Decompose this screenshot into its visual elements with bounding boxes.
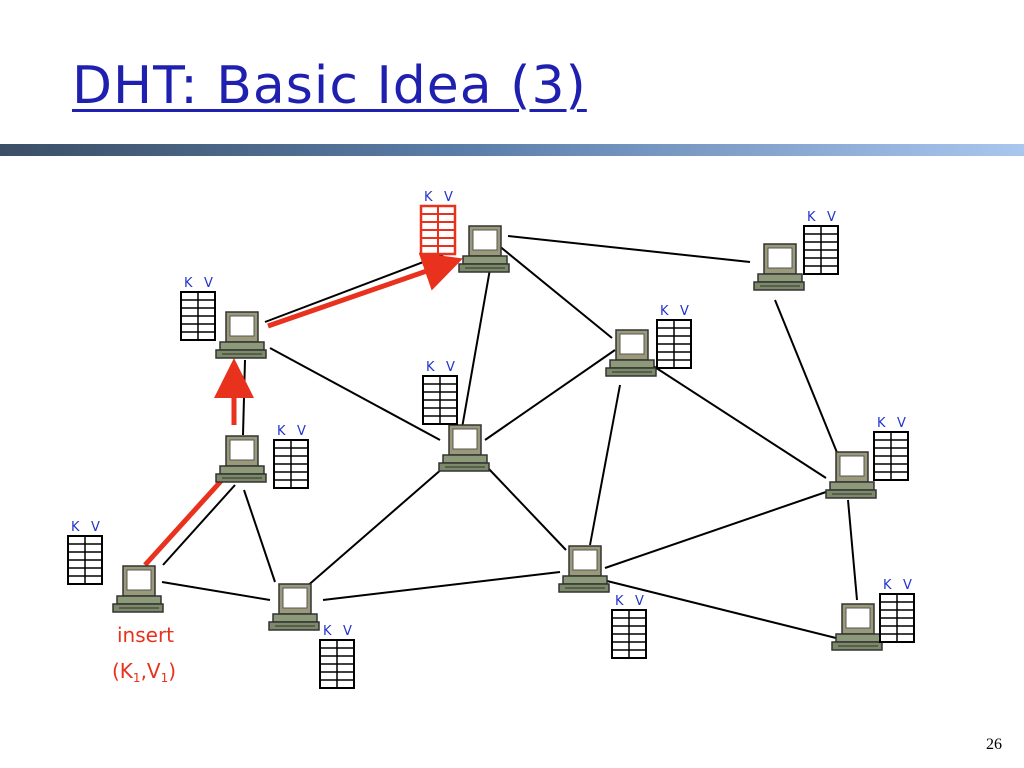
key-label: K — [424, 190, 433, 205]
key-label: K — [660, 304, 669, 319]
computer-icon — [215, 435, 267, 483]
computer-icon — [215, 311, 267, 359]
kv-table-icon — [419, 204, 457, 256]
insert-label-line1: insert — [117, 623, 174, 647]
slide-title: DHT: Basic Idea (3) — [72, 56, 587, 116]
value-label: V — [446, 360, 455, 375]
key-label: K — [615, 594, 624, 609]
computer-icon — [753, 243, 805, 291]
kv-table-icon — [67, 535, 103, 585]
insert-label: insert (K1,V1) — [112, 623, 176, 685]
computer-icon — [458, 225, 510, 273]
value-label: V — [897, 416, 906, 431]
computer-icon — [558, 545, 610, 593]
computer-icon — [112, 565, 164, 613]
value-label: V — [680, 304, 689, 319]
node-computers — [112, 225, 883, 651]
value-label: V — [297, 424, 306, 439]
key-label: K — [426, 360, 435, 375]
value-label: V — [635, 594, 644, 609]
key-label: K — [184, 276, 193, 291]
key-label: K — [71, 520, 80, 535]
key-label: K — [883, 578, 892, 593]
insert-label-line2: (K1,V1) — [112, 659, 176, 685]
value-label: V — [343, 624, 352, 639]
key-label: K — [277, 424, 286, 439]
title-divider-bar — [0, 144, 1024, 156]
kv-table-icon — [180, 291, 216, 341]
insert-route-arrows — [143, 252, 463, 567]
computer-icon — [268, 583, 320, 631]
kv-table-icon — [611, 609, 647, 659]
page-number: 26 — [986, 736, 1002, 753]
key-label: K — [807, 210, 816, 225]
key-label: K — [877, 416, 886, 431]
value-label: V — [827, 210, 836, 225]
kv-table-icon — [319, 639, 355, 689]
kv-table-icon — [873, 431, 909, 481]
value-label: V — [903, 578, 912, 593]
computer-icon — [605, 329, 657, 377]
value-label: V — [204, 276, 213, 291]
kv-table-icon — [273, 439, 309, 489]
value-label: V — [444, 190, 453, 205]
key-label: K — [323, 624, 332, 639]
computer-icon — [825, 451, 877, 499]
network-links — [161, 235, 858, 639]
kv-labels: K V K V K V K V K V K V K V K V K V K V … — [71, 190, 912, 639]
computer-icon — [438, 424, 490, 472]
kv-table-icon — [422, 375, 458, 425]
value-label: V — [91, 520, 100, 535]
kv-table-icon — [879, 593, 915, 643]
kv-table-icon — [656, 319, 692, 369]
computer-icon — [831, 603, 883, 651]
kv-table-icon — [803, 225, 839, 275]
